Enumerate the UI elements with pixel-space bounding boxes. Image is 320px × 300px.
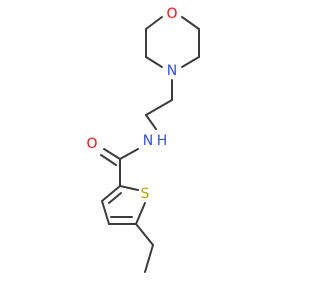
molecule-structure: O N N H O S <box>86 6 200 273</box>
bond-carbonyl-double-b <box>100 154 117 166</box>
atom-label-sulfur-thiophene: S <box>141 186 150 202</box>
bond-ch2-nh <box>145 114 157 130</box>
bond-c2-s <box>119 185 139 191</box>
bond-ch2-ch3 <box>144 244 154 273</box>
atom-label-nitrogen-amide: N <box>143 133 153 149</box>
bond-c3-c2 <box>101 185 121 202</box>
bond-c4-c3 <box>101 200 110 225</box>
bond-o-c-upper-right <box>181 16 200 30</box>
bond-carbonyl-double-a <box>103 148 121 160</box>
atom-label-hydrogen-amide: H <box>157 133 168 149</box>
bond-c-n-right <box>181 56 200 68</box>
bond-s-c5 <box>135 202 146 225</box>
bond-nh-carbonyl-c <box>119 148 139 160</box>
bond-c5-ch2 <box>135 223 154 246</box>
atom-label-oxygen-morpholine: O <box>166 6 177 22</box>
bond-ch2-ch2 <box>145 99 173 116</box>
atom-label-nitrogen-morpholine: N <box>167 63 177 79</box>
atom-label-oxygen-carbonyl: O <box>86 136 97 152</box>
bond-c3-c2-double <box>108 192 122 204</box>
bond-c-o-upper-left <box>145 16 163 30</box>
bond-n-c-left <box>145 56 163 68</box>
